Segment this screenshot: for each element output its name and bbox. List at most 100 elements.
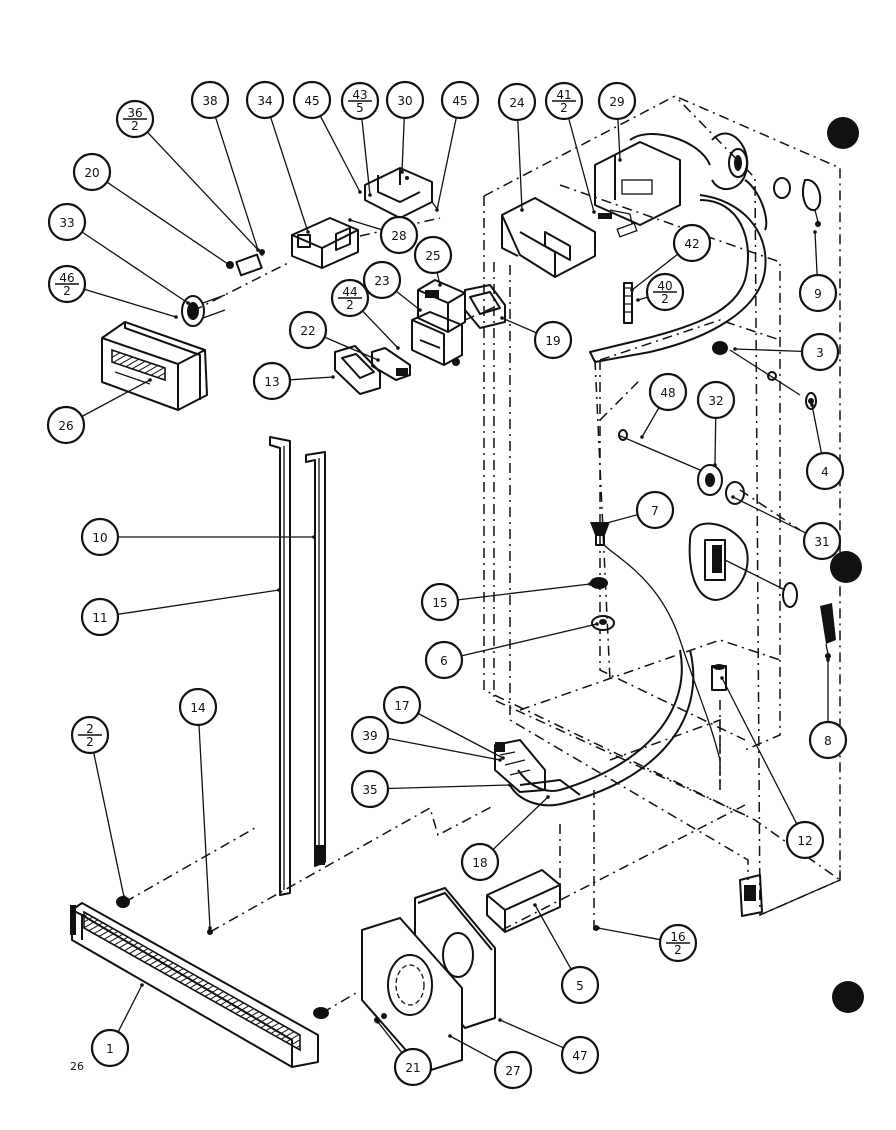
callout-bubble — [493, 1050, 533, 1090]
callout-denominator: 2 — [86, 735, 94, 749]
callout-label: 18 — [472, 856, 487, 870]
callout-leader — [81, 379, 151, 418]
callout-label: 34 — [257, 94, 272, 108]
registration-dot-bottom — [832, 981, 864, 1013]
callout-leader — [395, 290, 421, 311]
callout-11: 11 — [80, 588, 281, 637]
callout-bubble — [379, 215, 419, 255]
callout-leader — [597, 927, 661, 941]
callout-8: 8 — [808, 658, 848, 760]
callout-13: 13 — [252, 361, 335, 401]
callout-numerator: 16 — [670, 930, 685, 944]
callout-31: 31 — [731, 495, 842, 561]
callout-leader-tip — [226, 262, 230, 266]
callout-label: 6 — [440, 654, 448, 668]
callout-leader — [387, 784, 511, 790]
callout-label: 8 — [824, 734, 832, 748]
callout-bubble — [385, 80, 425, 120]
callout-28: 28 — [348, 215, 419, 255]
callout-45b: 45 — [435, 80, 480, 212]
callout-leader — [461, 623, 598, 657]
callout-bubble — [362, 260, 402, 300]
callout-leader — [811, 404, 823, 454]
switch-23 — [411, 311, 463, 366]
callout-label: 13 — [264, 375, 279, 389]
callout-bubble — [533, 320, 573, 360]
callout-leader-tip — [148, 378, 152, 382]
callout-layer: 1223456789101112131415162171819202122232… — [46, 80, 848, 1090]
drain-fitting-7 — [590, 522, 721, 761]
callout-leader-tip — [306, 230, 310, 234]
callout-label: 35 — [362, 783, 377, 797]
clip-4 — [805, 392, 817, 410]
water-valve-bracket-17 — [494, 739, 581, 796]
callout-label: 29 — [609, 95, 624, 109]
clamp-12 — [711, 664, 727, 691]
callout-3: 3 — [733, 332, 840, 372]
callout-label: 45 — [304, 94, 319, 108]
bearing-3 — [712, 341, 801, 396]
light-housing — [688, 522, 798, 608]
callout-label: 42 — [684, 237, 699, 251]
callout-denominator: 2 — [63, 284, 71, 298]
screw-grille-right — [313, 1007, 329, 1019]
callout-bubble — [597, 81, 637, 121]
callout-29: 29 — [597, 81, 637, 162]
callout-leader-tip — [376, 358, 380, 362]
callout-leader — [734, 348, 803, 353]
callout-numerator: 43 — [352, 88, 367, 102]
callout-leader — [319, 115, 361, 193]
callout-label: 4 — [821, 465, 829, 479]
callout-bubble — [648, 372, 688, 412]
callout-leader — [106, 181, 229, 265]
callout-bubble — [440, 80, 480, 120]
callout-leader-tip — [588, 582, 592, 586]
callout-10: 10 — [80, 517, 316, 557]
callout-leader — [457, 583, 591, 601]
callout-40: 402 — [636, 272, 685, 312]
callout-leader — [436, 272, 441, 286]
callout-label: 19 — [545, 334, 560, 348]
callout-bubble — [696, 380, 736, 420]
callout-leader — [117, 984, 143, 1033]
callout-label: 47 — [572, 1049, 587, 1063]
callout-15: 15 — [420, 582, 592, 622]
registration-dot-middle — [830, 551, 862, 583]
callout-numerator: 2 — [86, 722, 94, 736]
callout-39: 39 — [350, 715, 502, 762]
callout-label: 12 — [797, 834, 812, 848]
callout-26: 26 — [46, 378, 152, 445]
control-panel-26 — [101, 321, 208, 411]
roller-bracket — [739, 874, 763, 917]
callout-14: 14 — [178, 687, 218, 930]
callout-bubble — [292, 80, 332, 120]
callout-leader — [417, 712, 504, 759]
callout-numerator: 46 — [59, 271, 74, 285]
callout-42: 42 — [630, 223, 712, 292]
callout-35: 35 — [350, 769, 512, 809]
callout-leader — [602, 514, 638, 525]
callout-leader-tip — [400, 170, 404, 174]
callout-9: 9 — [798, 230, 838, 313]
callout-bubble — [635, 490, 675, 530]
callout-46: 462 — [47, 264, 178, 319]
callout-label: 30 — [397, 94, 412, 108]
rod-48 — [617, 429, 701, 471]
callout-denominator: 2 — [674, 943, 682, 957]
callout-label: 23 — [374, 274, 389, 288]
callout-bubble — [424, 640, 464, 680]
callout-16: 162 — [596, 923, 698, 963]
callout-leader-tip — [618, 158, 622, 162]
callout-label: 9 — [814, 287, 822, 301]
callout-leader-tip — [418, 308, 422, 312]
fitting-6 — [591, 615, 615, 631]
callout-leader-tip — [368, 193, 372, 197]
callout-bubble — [72, 152, 112, 192]
callout-leader — [517, 119, 523, 211]
cover-27 — [361, 916, 463, 1074]
callout-numerator: 36 — [127, 106, 142, 120]
callout-leader-tip — [501, 756, 505, 760]
callout-leader-tip — [592, 210, 596, 214]
callout-leader-tip — [376, 1020, 380, 1024]
callout-leader — [732, 496, 807, 534]
